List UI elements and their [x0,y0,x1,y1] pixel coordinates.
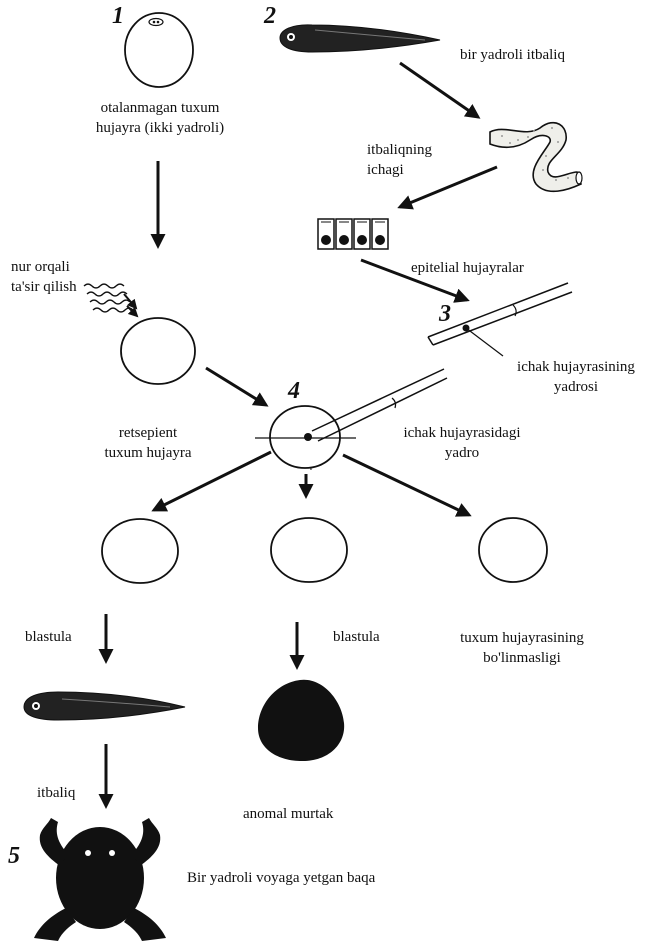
abnormal-embryo-icon [258,679,345,762]
label-line: ta'sir qilish [11,279,77,295]
process-arrows [98,61,498,809]
label-irradiation: nur orqali ta'sir qilish [11,257,77,297]
label-line: itbaliqning [367,142,432,158]
label-no-division: tuxum hujayrasining bo'linmasligi [430,628,614,668]
label-line: yadro [444,445,480,461]
label-recipient-egg: retsepient tuxum hujayra [58,423,238,463]
frog-icon [34,818,166,941]
label-intestinal-nucleus: ichak hujayrasining yadrosi [484,357,668,397]
label-adult-frog: Bir yadroli voyaga yetgan baqa [187,870,376,886]
recipient-egg-icon [255,368,448,471]
label-line: ichagi [367,162,404,178]
micropipette-icon [427,282,573,357]
egg-cell-icon [124,12,194,88]
blastula-cell-icon [101,518,179,584]
label-epithelial-cells: epitelial hujayralar [411,260,524,276]
label-line: yadrosi [553,379,599,395]
label-tadpole-result: itbaliq [37,785,76,801]
label-line: tuxum hujayrasining [460,630,584,646]
step-number-3: 3 [439,301,451,327]
intestine-icon [489,122,583,193]
radiation-wave-icon [83,283,139,318]
epithelial-cells-icon [317,218,389,250]
label-blastula-middle: blastula [333,629,380,645]
tadpole-icon [279,24,441,53]
label-blastula-left: blastula [25,629,72,645]
label-line: otalanmagan tuxum [100,100,220,116]
label-line: ichak hujayrasining [517,359,635,375]
label-tadpole-intestine: itbaliqning ichagi [367,140,432,180]
label-line: nur orqali [11,259,70,275]
label-nucleus-in-cell: ichak hujayrasidagi yadro [370,423,554,463]
label-line: hujayra (ikki yadroli) [95,120,225,136]
blastula-cell-icon [270,517,348,583]
label-unfertilized-egg: otalanmagan tuxum hujayra (ikki yadroli) [68,98,252,138]
egg-cell-icon [120,317,196,385]
label-line: retsepient [118,425,178,441]
step-number-2: 2 [264,3,276,29]
step-number-5: 5 [8,843,20,869]
step-number-1: 1 [112,3,124,29]
egg-cell-icon [478,517,548,583]
label-line: bo'linmasligi [483,650,561,666]
step-number-4: 4 [288,378,300,404]
label-abnormal-embryo: anomal murtak [243,806,334,822]
label-line: ichak hujayrasidagi [403,425,521,441]
label-line: tuxum hujayra [104,445,192,461]
label-tadpole-source: bir yadroli itbaliq [460,47,565,63]
tadpole-icon [23,691,186,721]
